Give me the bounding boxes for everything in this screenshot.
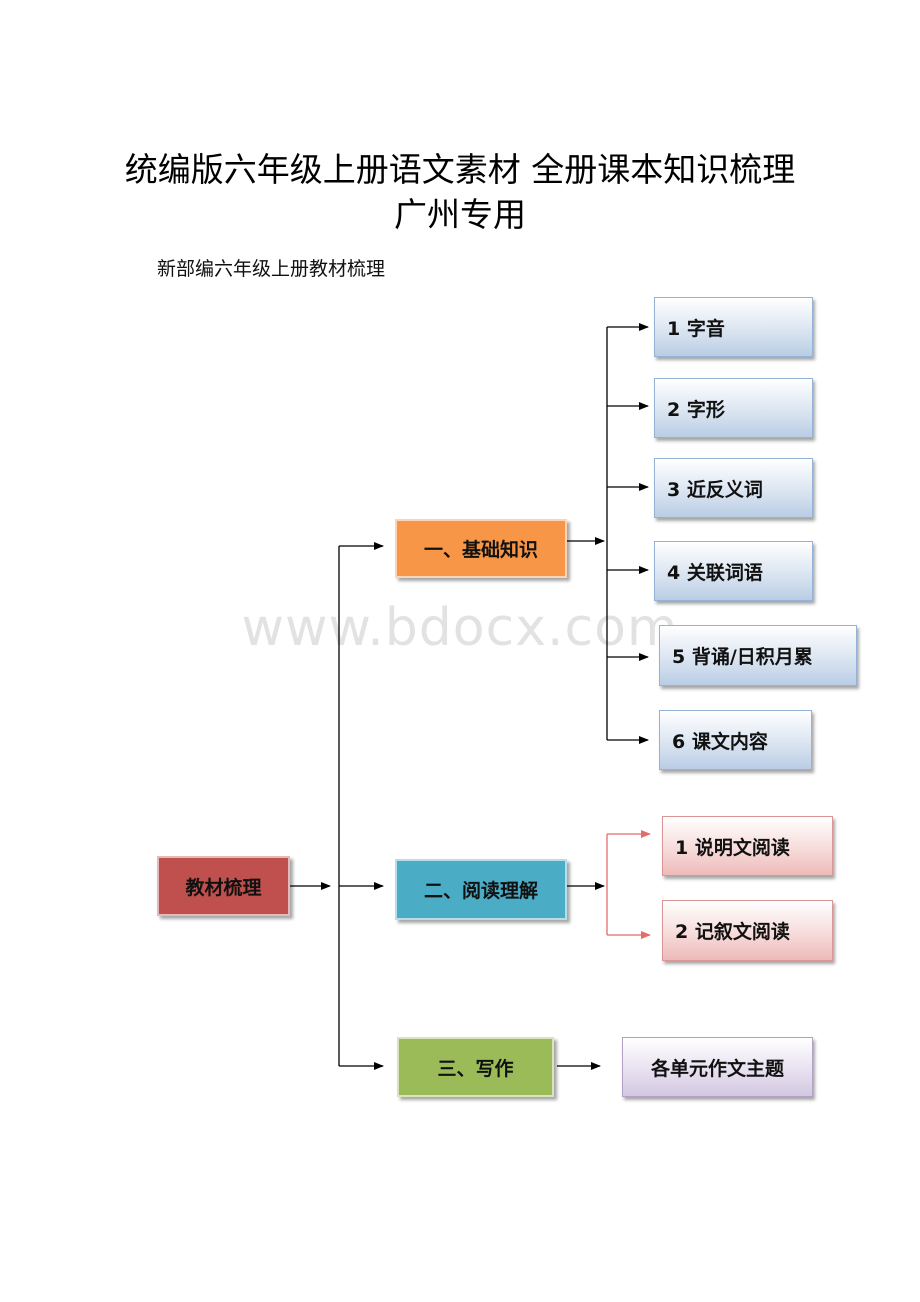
root-node-label: 教材梳理	[185, 876, 262, 899]
leaf-label: 2 字形	[667, 398, 725, 421]
leaf-character-form: 2 字形	[654, 378, 813, 438]
leaf-pronunciation: 1 字音	[654, 297, 813, 357]
leaf-expository-reading: 1 说明文阅读	[662, 816, 833, 876]
subtitle: 新部编六年级上册教材梳理	[157, 258, 386, 280]
leaf-text-content: 6 课文内容	[659, 710, 812, 770]
leaf-label: 各单元作文主题	[650, 1057, 784, 1080]
leaf-unit-essay-topics: 各单元作文主题	[622, 1037, 813, 1097]
leaf-recitation: 5 背诵/日积月累	[659, 625, 857, 686]
leaf-conjunctions: 4 关联词语	[654, 541, 813, 601]
category-basic-knowledge-label: 一、基础知识	[423, 539, 538, 561]
leaf-label: 4 关联词语	[667, 561, 763, 584]
category-writing: 三、写作	[397, 1037, 554, 1097]
leaf-narrative-reading: 2 记叙文阅读	[662, 900, 833, 961]
leaf-synonyms-antonyms: 3 近反义词	[654, 458, 813, 518]
page-title: 统编版六年级上册语文素材 全册课本知识梳理	[124, 150, 796, 189]
leaf-label: 1 说明文阅读	[675, 836, 790, 859]
category-reading-label: 二、阅读理解	[423, 880, 538, 902]
category-reading: 二、阅读理解	[395, 859, 567, 920]
leaf-label: 3 近反义词	[667, 478, 763, 501]
page-title-line2: 广州专用	[394, 195, 526, 234]
leaf-label: 2 记叙文阅读	[675, 921, 790, 943]
leaf-label: 1 字音	[667, 317, 725, 340]
category-writing-label: 三、写作	[437, 1057, 514, 1080]
leaf-label: 5 背诵/日积月累	[672, 646, 813, 668]
leaf-label: 6 课文内容	[672, 730, 768, 753]
watermark: www.bdocx.com	[241, 598, 679, 658]
root-node: 教材梳理	[157, 856, 290, 916]
category-basic-knowledge: 一、基础知识	[395, 519, 567, 578]
